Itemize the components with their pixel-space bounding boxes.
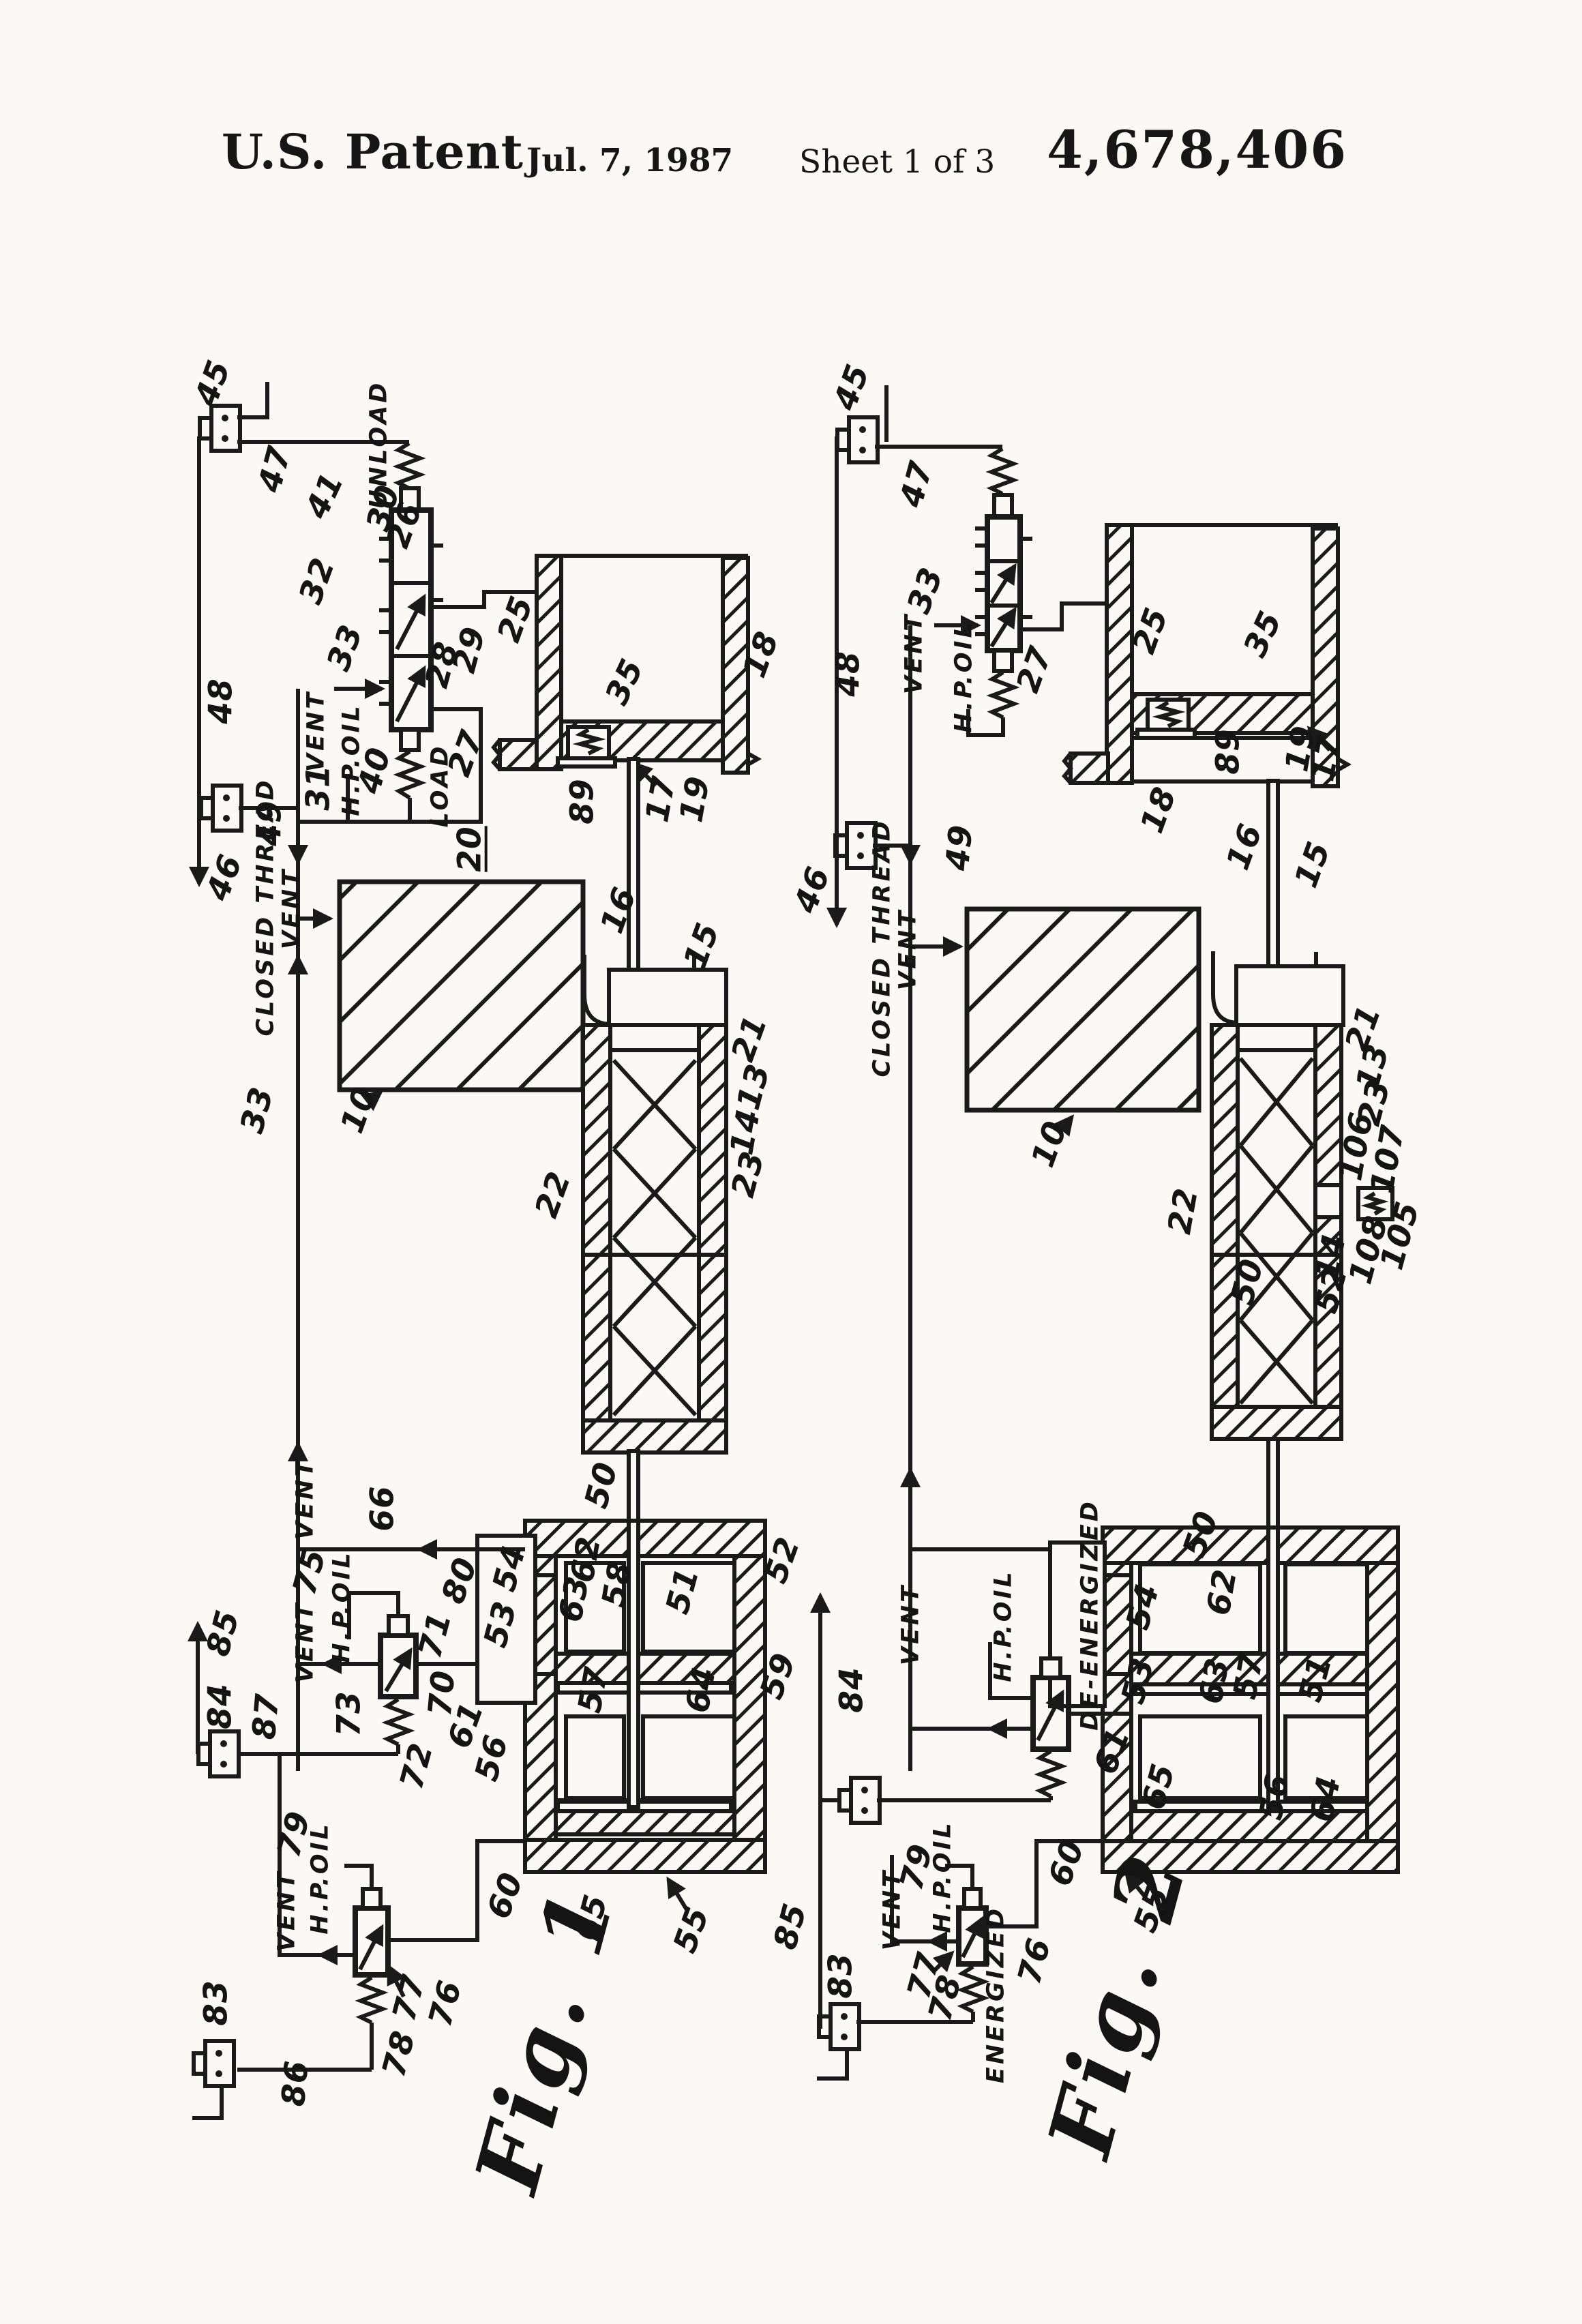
ref-label-vent: VENT xyxy=(897,1583,925,1666)
ref-label-53: 53 xyxy=(1114,1654,1163,1708)
ref-label-50: 50 xyxy=(1175,1506,1227,1562)
ref-label-17: 17 xyxy=(1304,732,1349,784)
ref-label-76: 76 xyxy=(1010,1934,1059,1988)
ref-label-78: 78 xyxy=(921,1971,970,2025)
ref-label-vent: VENT xyxy=(900,612,928,695)
ref-label-35: 35 xyxy=(1236,605,1290,663)
ref-label-10: 10 xyxy=(1024,1116,1075,1172)
ref-label-51: 51 xyxy=(1291,1652,1340,1706)
ref-label-15: 15 xyxy=(1287,836,1339,893)
ref-label-107: 107 xyxy=(1363,1122,1413,1197)
patent-header-number: 4,678,406 xyxy=(1047,119,1348,180)
ref-label-energized: ENERGIZED xyxy=(982,1905,1010,2084)
ref-label-25: 25 xyxy=(1124,602,1176,659)
ref-label-57: 57 xyxy=(1226,1650,1272,1702)
ref-label-18: 18 xyxy=(1133,781,1184,838)
ref-label-50: 50 xyxy=(1223,1255,1272,1309)
fig2-line-art xyxy=(810,385,1400,2081)
ref-label-47: 47 xyxy=(892,457,941,511)
ref-label-46: 46 xyxy=(786,861,838,918)
ref-label-22: 22 xyxy=(1161,1185,1206,1237)
ref-label-62: 62 xyxy=(1199,1566,1245,1618)
ref-label-fig-2: Fig. 2 xyxy=(1028,1840,1208,2167)
ref-label-48: 48 xyxy=(829,651,867,697)
ref-label-54: 54 xyxy=(1118,1579,1167,1634)
ref-label-52: 52 xyxy=(1307,1263,1356,1317)
ref-label-vent: VENT xyxy=(894,908,922,991)
ref-label-49: 49 xyxy=(938,822,981,872)
ref-label-45: 45 xyxy=(826,359,878,415)
ref-label-61: 61 xyxy=(1086,1723,1138,1779)
ref-label-83: 83 xyxy=(822,1952,860,1999)
ref-label-de-energized: DE-ENERGIZED xyxy=(1076,1499,1104,1731)
ref-label-89: 89 xyxy=(1209,728,1247,775)
ref-label-h-p-oil: H.P.OIL xyxy=(929,1820,957,1933)
patent-header-title: U.S. Patent xyxy=(222,123,524,180)
patent-header-sheet: Sheet 1 of 3 xyxy=(799,143,996,181)
ref-label-27: 27 xyxy=(1009,641,1060,698)
ref-label-closed-thread: CLOSED THREAD xyxy=(868,818,896,1077)
ref-label-16: 16 xyxy=(1219,818,1270,875)
ref-label-56: 56 xyxy=(1252,1770,1298,1823)
fig1-line-art xyxy=(188,382,767,2120)
ref-label-h-p-oil: H.P.OIL xyxy=(989,1569,1017,1682)
ref-label-85: 85 xyxy=(766,1899,815,1954)
ref-label-84: 84 xyxy=(833,1667,871,1713)
ref-label-64: 64 xyxy=(1303,1772,1349,1825)
ref-label-65: 65 xyxy=(1134,1759,1183,1814)
ref-label-h-p-oil: H.P.OIL xyxy=(950,620,978,733)
ref-label-vent: VENT xyxy=(878,1868,906,1951)
patent-header-date: Jul. 7, 1987 xyxy=(526,142,734,179)
ref-label-60: 60 xyxy=(1041,1834,1092,1891)
ref-label-33: 33 xyxy=(899,562,951,619)
